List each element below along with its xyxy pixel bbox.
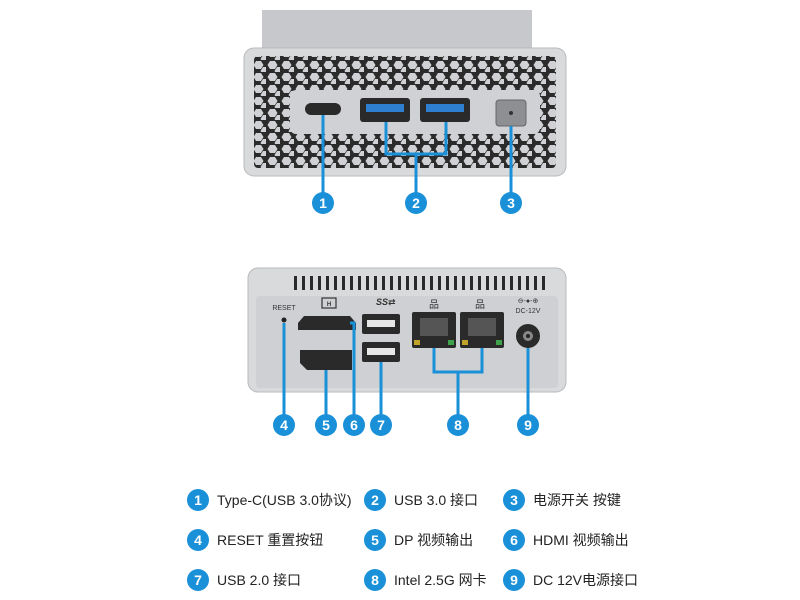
badge-3: 3 xyxy=(500,192,522,214)
front-view: 1 2 3 xyxy=(243,10,567,214)
dc-polarity-icon: ⊖-●-⊕ xyxy=(518,298,539,305)
back-view: RESET H SS⇄ 品 品 ⊖-●-⊕ DC-12V xyxy=(247,267,567,436)
dp-port-icon xyxy=(300,350,352,370)
svg-text:6: 6 xyxy=(350,417,358,433)
svg-text:1: 1 xyxy=(319,195,327,211)
badge-4: 4 xyxy=(273,414,295,436)
badge-8: 8 xyxy=(447,414,469,436)
type-c-port-icon xyxy=(305,103,341,115)
svg-text:H: H xyxy=(327,302,331,308)
back-vent-slots xyxy=(294,276,545,290)
hdmi-port-icon xyxy=(298,316,356,330)
reset-label: RESET xyxy=(272,305,296,312)
badge-7: 7 xyxy=(370,414,392,436)
badge-2: 2 xyxy=(405,192,427,214)
lan-port-icon xyxy=(460,312,504,348)
badge-1: 1 xyxy=(312,192,334,214)
hdmi-logo-icon: H xyxy=(321,297,337,309)
svg-text:4: 4 xyxy=(280,417,288,433)
lan-logo-icon: 品 xyxy=(429,299,439,311)
svg-text:9: 9 xyxy=(524,417,532,433)
svg-text:8: 8 xyxy=(454,417,462,433)
svg-text:3: 3 xyxy=(507,195,515,211)
lan-logo-icon: 品 xyxy=(475,299,485,311)
svg-text:7: 7 xyxy=(377,417,385,433)
badge-6: 6 xyxy=(343,414,365,436)
badge-9: 9 xyxy=(517,414,539,436)
badge-5: 5 xyxy=(315,414,337,436)
dc-label: DC-12V xyxy=(516,308,541,315)
svg-text:5: 5 xyxy=(322,417,330,433)
svg-text:2: 2 xyxy=(412,195,420,211)
lan-port-icon xyxy=(412,312,456,348)
usb-ss-logo-icon: SS⇄ xyxy=(376,297,396,307)
reset-hole-icon xyxy=(281,317,287,323)
